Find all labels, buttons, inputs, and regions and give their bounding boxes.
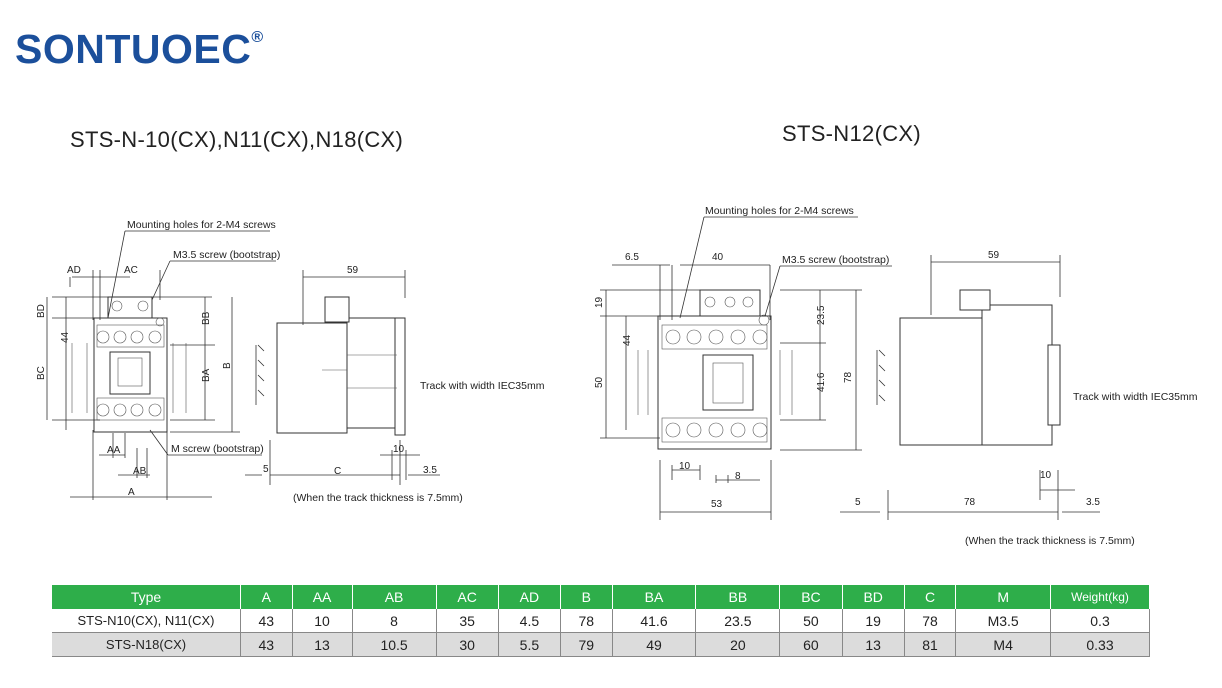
cell: M4 — [955, 632, 1051, 657]
col-BC: BC — [779, 585, 843, 609]
col-B: B — [560, 585, 613, 609]
cell: 78 — [560, 609, 613, 633]
cell: 43 — [240, 632, 293, 657]
col-BD: BD — [842, 585, 905, 609]
col-AC: AC — [436, 585, 499, 609]
left-side-view — [245, 270, 440, 485]
table-row: STS-N18(CX) 43 13 10.5 30 5.5 79 49 20 6… — [52, 632, 1150, 657]
col-C: C — [904, 585, 957, 609]
cell: 60 — [779, 632, 843, 657]
dim-AD: AD — [67, 265, 81, 276]
right-front-view — [600, 264, 862, 520]
left-mounting-holes-label: Mounting holes for 2-M4 screws — [127, 219, 276, 231]
cell: 50 — [779, 609, 843, 633]
left-m-screw-label: M screw (bootstrap) — [171, 443, 264, 455]
dim-BA: BA — [201, 368, 212, 382]
dim-53: 53 — [711, 499, 723, 510]
left-track-label: Track with width IEC35mm — [420, 380, 545, 392]
dim-19: 19 — [594, 296, 605, 308]
dim-B: B — [222, 362, 233, 369]
right-track-note: (When the track thickness is 7.5mm) — [965, 535, 1135, 547]
col-weight: Weight(kg) — [1050, 585, 1150, 609]
dim-AA: AA — [107, 445, 121, 456]
table-header-row: Type A AA AB AC AD B BA BB BC BD C M Wei… — [52, 585, 1150, 609]
dim-3-5-left: 3.5 — [423, 465, 437, 476]
dim-10-front: 10 — [679, 461, 691, 472]
dim-A: A — [128, 487, 135, 498]
right-side-view — [840, 255, 1100, 520]
brand-logo: SONTUOEC® — [15, 26, 264, 73]
cell: 43 — [240, 609, 293, 633]
col-BA: BA — [612, 585, 697, 609]
col-BB: BB — [695, 585, 781, 609]
cell: 79 — [560, 632, 613, 657]
right-model-title: STS-N12(CX) — [782, 121, 921, 146]
cell: 41.6 — [612, 609, 697, 633]
cell: 23.5 — [695, 609, 781, 633]
cell: 13 — [842, 632, 905, 657]
cell: 78 — [904, 609, 957, 633]
left-front-view — [46, 270, 240, 500]
cell-type: STS-N10(CX), N11(CX) — [52, 609, 241, 633]
left-m35-screw-label: M3.5 screw (bootstrap) — [173, 249, 280, 261]
dim-44-right: 44 — [622, 334, 633, 346]
cell-type: STS-N18(CX) — [52, 632, 241, 657]
col-type: Type — [52, 585, 241, 609]
cell: 8 — [352, 609, 437, 633]
cell: 20 — [695, 632, 781, 657]
col-AB: AB — [352, 585, 437, 609]
dim-3-5-right: 3.5 — [1086, 497, 1100, 508]
left-model-title: STS-N-10(CX),N11(CX),N18(CX) — [70, 127, 404, 152]
cell: 49 — [612, 632, 697, 657]
cell: 81 — [904, 632, 957, 657]
cell: 35 — [436, 609, 499, 633]
dim-59-right: 59 — [988, 250, 1000, 261]
dim-10-side: 10 — [1040, 470, 1052, 481]
dim-44: 44 — [60, 331, 71, 343]
dim-10-left: 10 — [393, 444, 405, 455]
cell: 4.5 — [498, 609, 562, 633]
col-AA: AA — [292, 585, 353, 609]
cell: M3.5 — [955, 609, 1051, 633]
dim-5-left: 5 — [263, 464, 269, 475]
dim-AC: AC — [124, 265, 138, 276]
brand-name: SONTUOEC — [15, 26, 252, 72]
dim-78-vertical: 78 — [843, 371, 854, 383]
dim-59-left: 59 — [347, 265, 359, 276]
dim-AB: AB — [133, 466, 147, 477]
cell: 10.5 — [352, 632, 437, 657]
cell: 30 — [436, 632, 499, 657]
dim-5-right: 5 — [855, 497, 861, 508]
dimension-table: Type A AA AB AC AD B BA BB BC BD C M Wei… — [52, 585, 1150, 657]
cell: 13 — [292, 632, 353, 657]
cell: 19 — [842, 609, 905, 633]
col-M: M — [955, 585, 1051, 609]
dim-C: C — [334, 466, 341, 477]
cell-weight: 0.3 — [1050, 609, 1150, 633]
dim-50: 50 — [594, 376, 605, 388]
registered-mark: ® — [251, 29, 264, 47]
dim-40: 40 — [712, 252, 724, 263]
col-A: A — [240, 585, 293, 609]
dim-78-horizontal: 78 — [964, 497, 976, 508]
left-track-note: (When the track thickness is 7.5mm) — [293, 492, 463, 504]
cell-weight: 0.33 — [1050, 632, 1150, 657]
col-AD: AD — [498, 585, 562, 609]
dim-41-6: 41.6 — [816, 372, 827, 392]
right-mounting-holes-label: Mounting holes for 2-M4 screws — [705, 205, 854, 217]
cell: 5.5 — [498, 632, 562, 657]
cell: 10 — [292, 609, 353, 633]
dim-BB: BB — [201, 311, 212, 325]
right-m35-screw-label: M3.5 screw (bootstrap) — [782, 254, 889, 266]
dim-8: 8 — [735, 471, 741, 482]
dim-BD: BD — [36, 304, 47, 318]
dim-6-5: 6.5 — [625, 252, 639, 263]
table-row: STS-N10(CX), N11(CX) 43 10 8 35 4.5 78 4… — [52, 609, 1150, 633]
dim-23-5: 23.5 — [816, 305, 827, 325]
dim-BC: BC — [36, 366, 47, 380]
right-track-label: Track with width IEC35mm — [1073, 391, 1198, 403]
